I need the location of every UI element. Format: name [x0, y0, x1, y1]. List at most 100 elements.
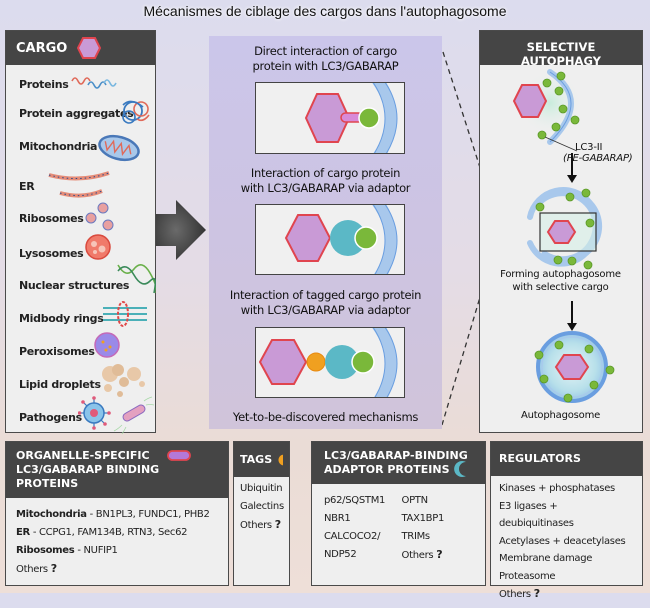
- adaptor-interaction-illustration: [284, 205, 398, 274]
- hexagon-cargo-icon: [77, 37, 102, 59]
- protein-aggregate-icon: [122, 100, 150, 124]
- organelle-row-mitochondria: Mitochondria - BN1PL3, FUNDC1, PHB2: [16, 506, 218, 524]
- question-mark-icon: ?: [50, 562, 57, 575]
- organelle-row-proteins: - NUFIP1: [74, 545, 118, 556]
- cargo-item-midbody-rings: Midbody rings: [19, 312, 104, 325]
- mechanism-direct-line1: Direct interaction of cargo: [254, 44, 397, 58]
- cargo-item-nuclear-structures: Nuclear structures: [19, 279, 130, 292]
- mechanism-adaptor-diagram: [255, 204, 405, 275]
- mechanism-tagged-line2: with LC3/GABARAP via adaptor: [240, 303, 411, 317]
- organelle-row-proteins: - BN1PL3, FUNDC1, PHB2: [86, 509, 210, 520]
- adaptor-protein-icon: [330, 220, 366, 256]
- adaptor-proteins-panel: LC3/GABARAP-BINDING ADAPTOR PROTEINS p62…: [311, 441, 486, 586]
- midbody-ring-icon: [103, 301, 147, 327]
- organelle-panel-header: ORGANELLE-SPECIFIC LC3/GABARAP BINDING P…: [6, 442, 228, 498]
- others-label: Others: [16, 564, 48, 575]
- tags-panel: TAGS Ubiquitin Galectins Others ?: [233, 441, 290, 586]
- direct-interaction-illustration: [304, 83, 398, 153]
- cargo-item-lysosomes: Lysosomes: [19, 247, 84, 260]
- adaptor-item: NBR1: [324, 513, 351, 524]
- adaptor-item: TRIMs: [401, 531, 431, 542]
- organelle-row-others: Others ?: [16, 560, 218, 579]
- others-label: Others: [240, 520, 272, 531]
- organelle-row-label: Mitochondria: [16, 509, 87, 520]
- dna-helix-icon: [117, 264, 156, 294]
- adaptor-column-2: OPTN TAX1BP1 TRIMs Others ?: [402, 492, 474, 565]
- selective-autophagy-panel: SELECTIVE AUTOPHAGY: [479, 30, 643, 433]
- adaptor-item: OPTN: [401, 495, 429, 506]
- forming-autophagosome-label: Forming autophagosome with selective car…: [480, 268, 641, 294]
- adaptor-protein-icon: [325, 345, 359, 379]
- cargo-hexagon-icon: [512, 84, 548, 118]
- cargo-hexagon-icon: [258, 339, 308, 385]
- cargo-panel: CARGO Proteins Protein aggregates Mitoch…: [5, 30, 156, 435]
- organelle-specific-binding-proteins-panel: ORGANELLE-SPECIFIC LC3/GABARAP BINDING P…: [5, 441, 229, 586]
- organelle-header-line1: ORGANELLE-SPECIFIC: [16, 449, 150, 462]
- lc3-ii-text: LC3-II: [575, 142, 603, 153]
- adaptor-item: NDP52: [324, 549, 357, 560]
- forming-line2: with selective cargo: [512, 282, 609, 293]
- pe-gabarap-text: (PE-GABARAP): [563, 153, 633, 164]
- adaptor-panel-header: LC3/GABARAP-BINDING ADAPTOR PROTEINS: [312, 442, 485, 484]
- pathogens-icon: [78, 396, 155, 435]
- mechanism-direct-line2: protein with LC3/GABARAP: [252, 59, 399, 73]
- regulator-item: Kinases + phosphatases: [499, 483, 615, 494]
- cargo-panel-header: CARGO: [6, 31, 155, 65]
- regulators-panel: REGULATORS Kinases + phosphatases E3 lig…: [490, 441, 643, 600]
- peroxisome-icon: [94, 332, 120, 358]
- mechanism-adaptor-line2: with LC3/GABARAP via adaptor: [240, 181, 411, 195]
- mechanism-tagged-label: Interaction of tagged cargo protein with…: [209, 288, 442, 318]
- cargo-item-protein-aggregates: Protein aggregates: [19, 107, 134, 120]
- cargo-item-mitochondria: Mitochondria: [19, 140, 98, 153]
- mechanism-adaptor-line1: Interaction of cargo protein: [250, 166, 401, 180]
- adaptor-crescent-icon: [454, 461, 466, 477]
- lc3-green-circle-icon: [358, 107, 380, 129]
- adaptor-panel-body: p62/SQSTM1 NBR1 CALCOCO2/ NDP52 OPTN TAX…: [312, 484, 485, 573]
- mechanism-direct-diagram: [255, 82, 405, 154]
- organelle-row-ribosomes: Ribosomes - NUFIP1: [16, 542, 218, 560]
- question-mark-icon: ?: [436, 548, 443, 561]
- connector-line-bottom: [441, 229, 501, 426]
- mitochondrion-icon: [98, 134, 140, 162]
- ribosomes-icon: [85, 202, 114, 231]
- adaptor-header-line1: LC3/GABARAP-BINDING: [324, 449, 468, 462]
- adaptor-item: CALCOCO2/: [324, 531, 381, 542]
- forming-autophagosome-membrane: [527, 187, 603, 256]
- question-mark-icon: ?: [533, 587, 540, 600]
- cargo-header-label: CARGO: [16, 40, 68, 56]
- cargo-item-ribosomes: Ribosomes: [19, 212, 84, 225]
- mechanism-tagged-diagram: [255, 327, 405, 398]
- tag-orange-circle-icon: [306, 352, 326, 372]
- organelle-row-proteins: - CCPG1, FAM134B, RTN3, Sec62: [29, 527, 188, 538]
- figure-title: Mécanismes de ciblage des cargos dans l'…: [143, 3, 507, 19]
- regulator-item: Acetylases + deacetylases: [499, 535, 626, 547]
- tag-item-others: Others ?: [240, 516, 283, 535]
- lysosome-icon: [85, 234, 111, 260]
- lc3-green-circle-icon: [354, 226, 378, 250]
- organelle-row-label: Ribosomes: [16, 545, 75, 556]
- big-right-arrow-icon: [156, 200, 206, 260]
- regulators-panel-body: Kinases + phosphatases E3 ligases + deub…: [491, 476, 642, 608]
- mechanism-undiscovered-label: Yet-to-be-discovered mechanisms: [232, 410, 419, 424]
- regulator-item: Proteasome: [499, 570, 556, 582]
- organelle-header-line2: LC3/GABARAP BINDING PROTEINS: [16, 463, 160, 490]
- mechanism-adaptor-label: Interaction of cargo protein with LC3/GA…: [209, 166, 442, 196]
- cargo-hexagon-icon: [304, 93, 351, 143]
- cargo-hexagon-icon: [554, 354, 590, 380]
- regulators-panel-header: REGULATORS: [491, 442, 642, 476]
- tags-panel-body: Ubiquitin Galectins Others ?: [234, 477, 289, 538]
- tag-orange-circle-icon: [278, 454, 283, 465]
- mechanisms-panel: Direct interaction of cargo protein with…: [209, 36, 442, 429]
- cargo-hexagon-icon: [546, 220, 577, 244]
- lir-motif-capsule-icon: [167, 450, 191, 461]
- forming-line1: Forming autophagosome: [500, 269, 621, 280]
- mechanism-tagged-line1: Interaction of tagged cargo protein: [229, 288, 422, 302]
- endoplasmic-reticulum-icon: [48, 171, 110, 198]
- cargo-item-pathogens: Pathogens: [19, 411, 82, 424]
- adaptor-header-line2: ADAPTOR PROTEINS: [324, 463, 450, 476]
- adaptor-item-others: Others ?: [402, 546, 474, 565]
- tags-header-label: TAGS: [240, 452, 273, 466]
- autophagosome-label: Autophagosome: [520, 410, 601, 421]
- tag-item-ubiquitin: Ubiquitin: [240, 483, 283, 494]
- lc3-ii-dots: [537, 71, 580, 140]
